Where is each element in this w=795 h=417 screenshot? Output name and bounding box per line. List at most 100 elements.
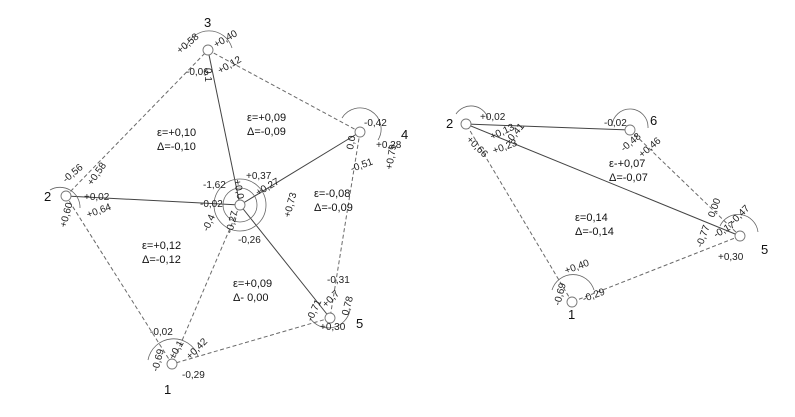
correction-label: +0,58	[85, 160, 109, 187]
vertex-5-marker	[324, 312, 336, 324]
correction-label: +0,12	[216, 54, 244, 76]
correction-label: -0,26	[238, 235, 261, 246]
correction-label: +0,79	[384, 143, 399, 170]
edge-3-4	[207, 49, 361, 133]
correction-label: +0,30	[718, 252, 744, 263]
correction-label: -0,02	[150, 327, 173, 338]
edge-2-5	[465, 123, 741, 237]
arc-4	[341, 107, 382, 141]
correction-label: -0,42	[364, 118, 387, 129]
correction-label: -0,69	[150, 347, 167, 372]
edge-5-1	[571, 235, 741, 303]
edge-4-5	[329, 131, 361, 319]
arc-1	[551, 274, 595, 291]
triangle-correction: Δ=-0,12	[142, 254, 181, 266]
triangle-correction: Δ=-0,14	[575, 226, 614, 238]
arc-center-outer	[213, 178, 267, 232]
vertex-5-label: 5	[356, 316, 363, 331]
vertex-5-label: 5	[761, 242, 768, 257]
arc-2	[49, 186, 81, 209]
correction-label: +0,60	[58, 201, 75, 229]
vertex-2-label: 2	[44, 189, 51, 204]
vertex-4-marker	[354, 126, 366, 138]
correction-label: +0,73	[282, 191, 299, 219]
triangle-correction: Δ=-0,07	[609, 172, 648, 184]
triangle-correction: Δ=-0,10	[157, 141, 196, 153]
correction-label: +0,37	[246, 171, 272, 182]
correction-label: +0,7	[320, 288, 342, 310]
correction-label: -0,02	[200, 199, 223, 210]
correction-label: 0,0	[345, 134, 358, 150]
triangle-misclosure: ε=+0,09	[247, 112, 286, 124]
correction-label: -0,69	[552, 281, 569, 306]
correction-label: 0,78	[340, 295, 356, 317]
vertex-1-label: 1	[164, 382, 171, 397]
correction-label: +0,02	[480, 112, 506, 123]
arc-6	[611, 108, 649, 129]
triangle-correction: Δ=-0,09	[247, 126, 286, 138]
vertex-1-marker	[166, 358, 178, 370]
vertex-2-marker	[60, 190, 72, 202]
correction-label: +0,40	[563, 258, 591, 277]
triangle-misclosure: ε=+0,10	[157, 127, 196, 139]
correction-label: 0,1	[202, 68, 213, 82]
correction-label: -0,29	[581, 287, 607, 305]
edge-c-5	[239, 204, 331, 319]
edge-c-4	[239, 131, 361, 206]
vertex-3-label: 3	[204, 15, 211, 30]
correction-label: 0,00	[706, 197, 723, 219]
edge-2-6	[465, 123, 631, 131]
edge-5-1	[171, 317, 331, 365]
vertex-3-marker	[202, 44, 214, 56]
correction-label: +0,66	[464, 134, 490, 160]
arc-5	[309, 309, 351, 329]
correction-label: -0,77	[694, 223, 712, 249]
triangle-correction: Δ=-0,09	[314, 202, 353, 214]
correction-label: -0,06	[186, 67, 209, 78]
vertex-4-label: 4	[401, 127, 408, 142]
vertex-2-marker	[460, 118, 472, 130]
correction-label: +0,0	[231, 179, 245, 201]
vertex-1-label: 1	[568, 307, 575, 322]
triangle-correction: Δ- 0,00	[233, 292, 268, 304]
edge-1-2	[465, 123, 573, 303]
left-network: 3 4 2 1 5 +0,58 +0,40 -0,06 +0,12 0,1 -0…	[44, 15, 408, 397]
edge-c-1	[171, 204, 241, 365]
triangle-misclosure: ε=+0,09	[233, 278, 272, 290]
arc-center-inner	[222, 187, 258, 223]
edge-1-2	[65, 195, 173, 365]
edge-c-2	[65, 195, 241, 206]
edge-2-3	[65, 49, 209, 197]
correction-label: +0,02	[84, 192, 110, 203]
triangle-misclosure: ε=+0,12	[142, 240, 181, 252]
correction-label: +0,64	[85, 202, 113, 221]
correction-label: +0,1	[167, 339, 187, 362]
correction-label: -1,62	[203, 180, 226, 191]
correction-label: -0,29	[182, 370, 205, 381]
correction-label: +0,42	[184, 336, 210, 362]
center-vertex-marker	[234, 199, 246, 211]
correction-label: -0,31	[327, 275, 350, 286]
correction-label: -0,51	[349, 157, 375, 175]
edge-6-5	[629, 129, 741, 237]
triangle-misclosure: ε-+0,07	[609, 158, 645, 170]
arc-2	[455, 105, 489, 119]
vertex-5-marker	[734, 230, 746, 242]
vertex-2-label: 2	[446, 116, 453, 131]
correction-label: +0,30	[320, 322, 346, 333]
right-network: 2 6 5 1 +0,02 +0,13 -0,41 +0,23 +0,66 -0…	[446, 105, 768, 322]
arc-3	[185, 30, 233, 49]
correction-label: -0,02	[604, 118, 627, 129]
triangle-misclosure: ε=-0,08	[314, 188, 350, 200]
vertex-1-marker	[566, 296, 578, 308]
vertex-6-label: 6	[650, 113, 657, 128]
arc-5	[719, 214, 759, 233]
correction-label: -0,4	[201, 213, 218, 234]
correction-label: +0,28	[376, 140, 402, 151]
correction-label: +0,58	[175, 31, 202, 56]
correction-label: -0,56	[61, 162, 86, 185]
arc-1	[147, 338, 199, 361]
triangle-misclosure: ε=0,14	[575, 212, 608, 224]
